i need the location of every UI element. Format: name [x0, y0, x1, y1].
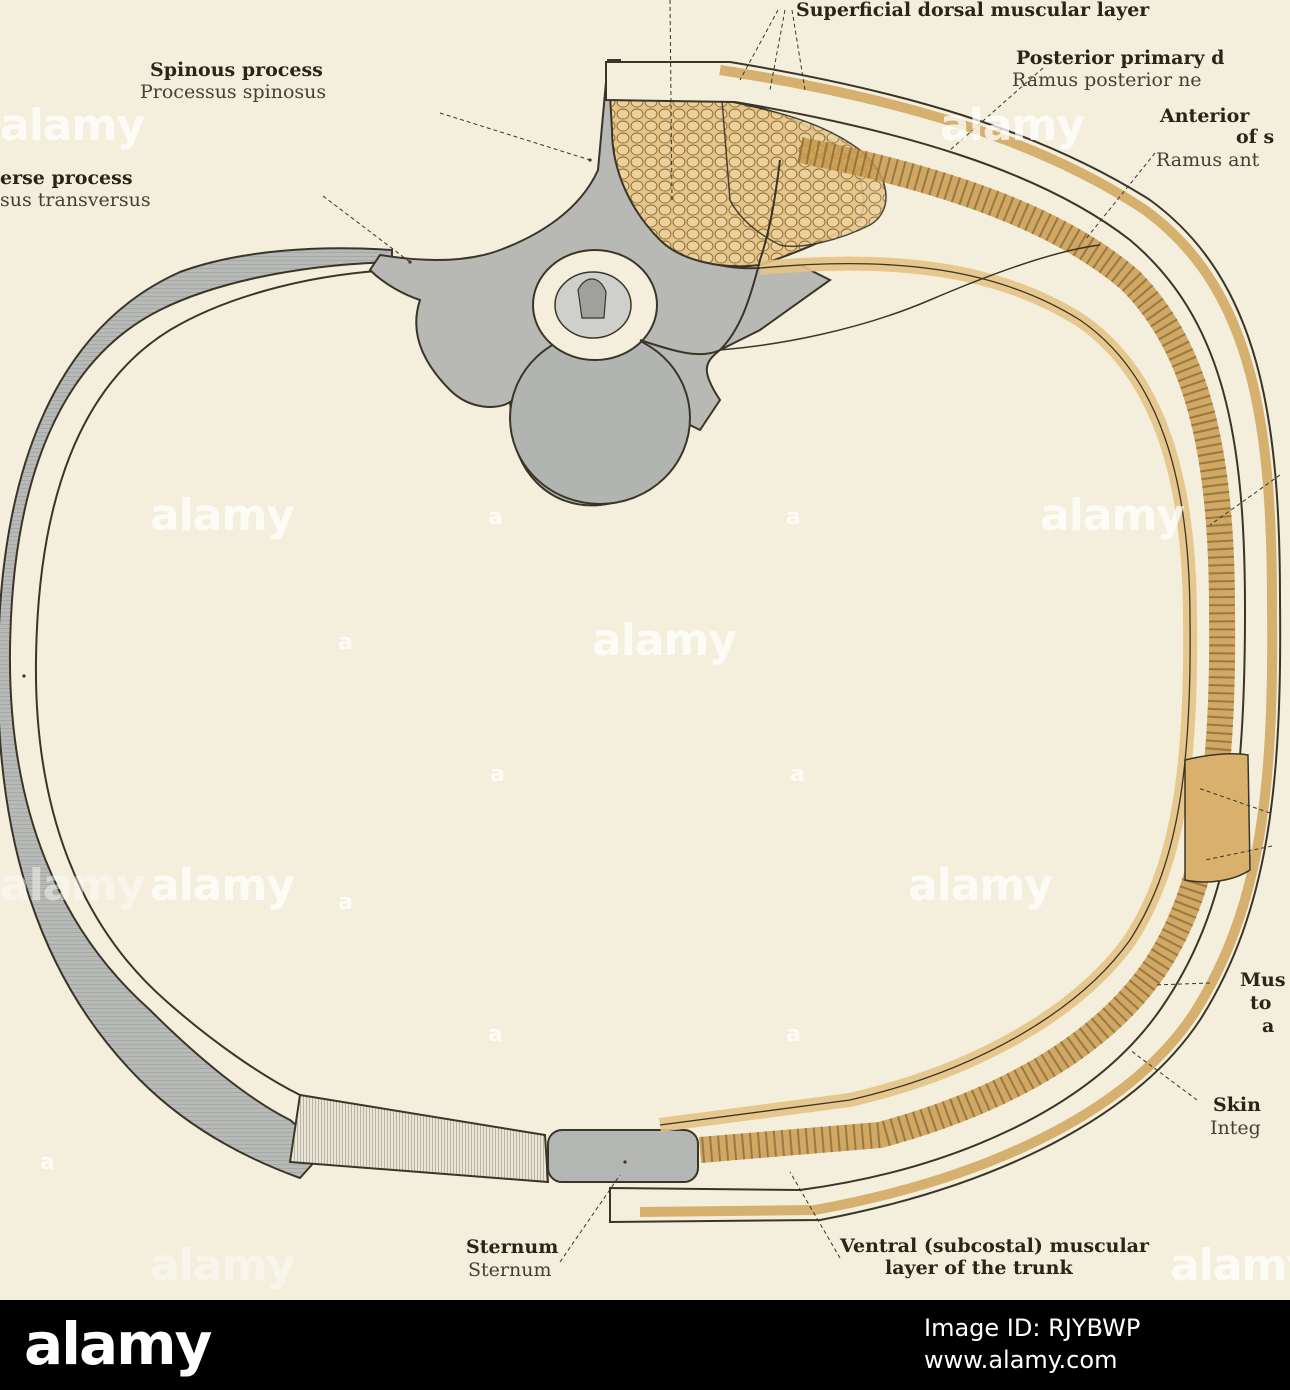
label-skin-latin: Integ [1210, 1117, 1261, 1139]
watermark: alamy [150, 1240, 295, 1291]
watermark-letter: a [490, 762, 505, 787]
leader-lines [322, 0, 1281, 1263]
label-ventral-muscular-1: Ventral (subcostal) muscular [840, 1235, 1150, 1257]
body-wall-outer [605, 61, 1282, 1224]
watermark-letter: a [338, 630, 353, 655]
label-sternum-latin: Sternum [468, 1259, 552, 1281]
thorax-cross-section [0, 0, 1282, 1263]
label-skin: Skin [1213, 1094, 1261, 1116]
watermark: alamy [150, 490, 295, 541]
label-anterior-latin: Ramus ant [1156, 149, 1260, 171]
watermark: alamy [0, 860, 145, 911]
sternum [547, 1129, 699, 1183]
footer-url: www.alamy.com [924, 1346, 1118, 1374]
left-rib [0, 247, 393, 1180]
label-transverse-process: erse process [0, 167, 133, 189]
watermark: alamy [592, 615, 737, 666]
left-rib-inner [34, 269, 393, 1096]
label-mus-2: to [1250, 992, 1272, 1014]
label-superficial-dorsal: Superficial dorsal muscular layer [796, 0, 1150, 21]
label-spinous-process: Spinous process [150, 59, 323, 81]
costal-cartilage [288, 1093, 550, 1184]
watermark: alamy [1170, 1240, 1290, 1291]
footer-logo: alamy [24, 1310, 212, 1378]
subcutaneous-muscle-fibers [698, 137, 1236, 1163]
label-posterior-primary-latin: Ramus posterior ne [1012, 69, 1202, 91]
watermark-letter: a [488, 505, 503, 530]
watermark-letter: a [40, 1150, 55, 1175]
label-posterior-primary: Posterior primary d [1016, 47, 1225, 69]
watermark-letter: a [786, 505, 801, 530]
watermark: alamy [1040, 490, 1185, 541]
watermark: alamy [150, 860, 295, 911]
spinal-nerve [639, 159, 781, 356]
watermark-letter: a [488, 1022, 503, 1047]
watermark-letter: a [786, 1022, 801, 1047]
label-sternum: Sternum [466, 1236, 559, 1258]
watermark: alamy [940, 100, 1085, 151]
watermark: alamy [908, 860, 1053, 911]
label-anterior: Anterior [1160, 105, 1250, 127]
ventral-muscle-layer [659, 256, 1198, 1132]
anatomical-illustration: Superficial dorsal muscular layer Spinou… [0, 0, 1290, 1291]
footer-image-id: Image ID: RJYBWP [924, 1314, 1141, 1342]
label-spinous-process-latin: Processus spinosus [140, 81, 327, 103]
watermark-letter: a [790, 762, 805, 787]
footer-bar [0, 1300, 1290, 1390]
dorsal-muscle-mass-2 [721, 99, 887, 248]
skin-layer [639, 65, 1278, 1217]
label-ventral-muscular-2: layer of the trunk [885, 1257, 1073, 1279]
label-mus-3: a [1262, 1015, 1275, 1037]
watermark: alamy [0, 100, 145, 151]
label-anterior-2: of s [1236, 126, 1275, 148]
label-transverse-process-latin: sus transversus [0, 189, 151, 211]
watermark-letter: a [338, 890, 353, 915]
label-mus-1: Mus [1240, 969, 1286, 991]
